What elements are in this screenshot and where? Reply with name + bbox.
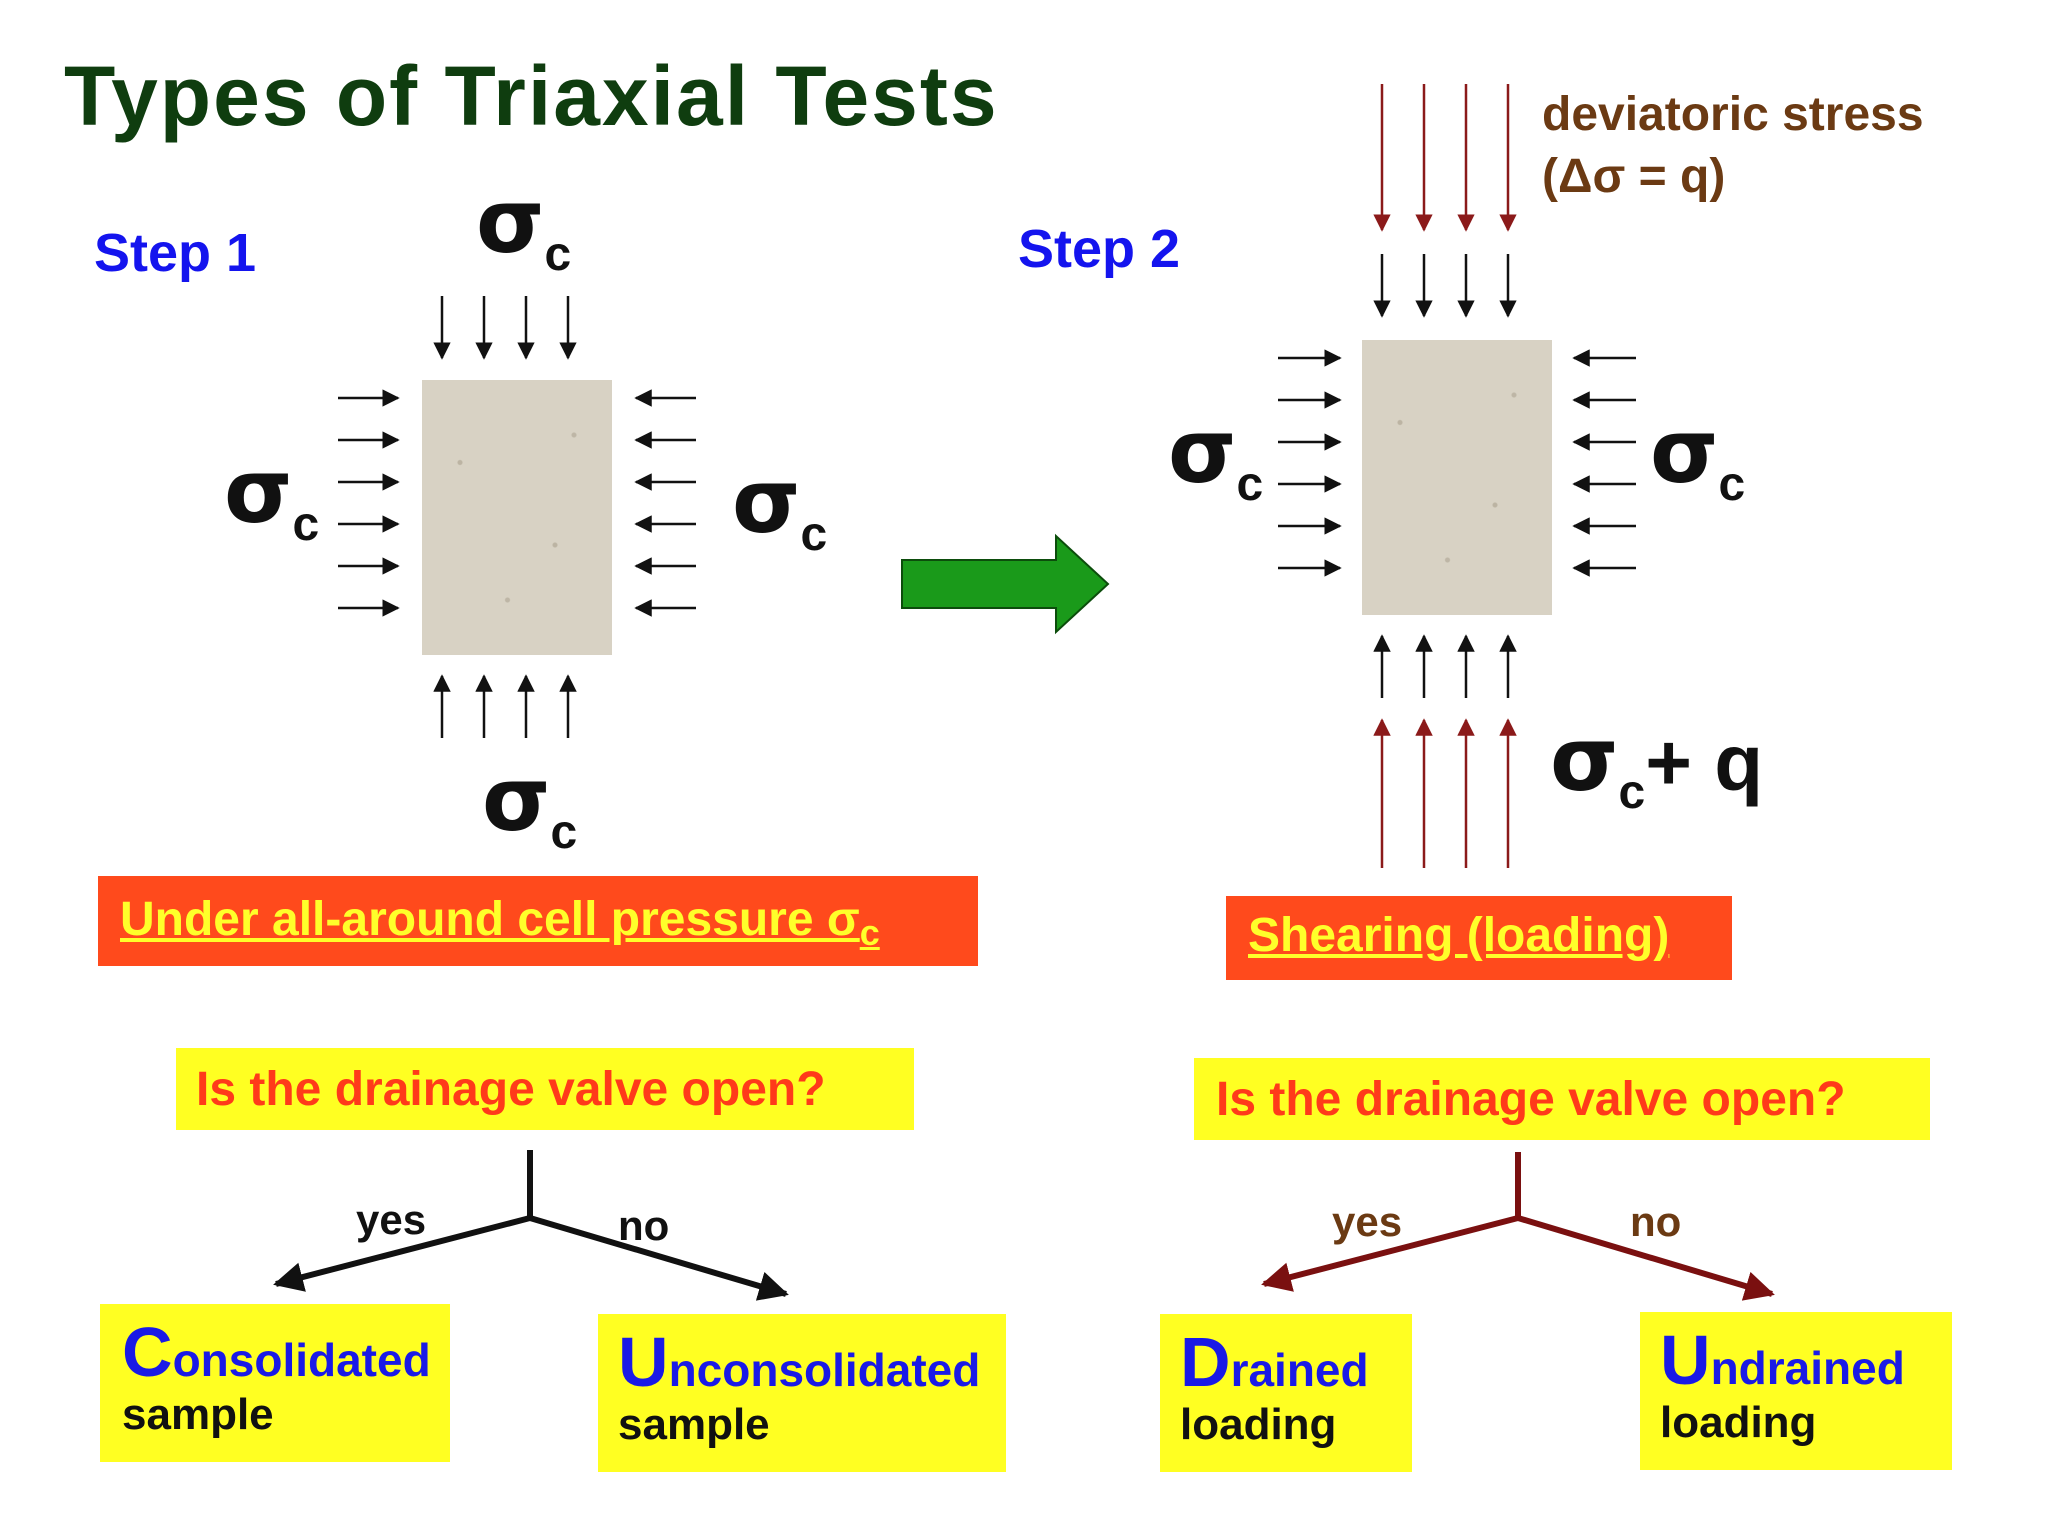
step2-top-arrows	[1373, 254, 1517, 318]
step1-yes-label: yes	[356, 1196, 427, 1243]
step1-right-arrows	[634, 389, 696, 617]
step1-sigma-top: σc	[476, 170, 572, 281]
undrained-box: Undrained loading	[1640, 1312, 1952, 1470]
step2-no-label: no	[1630, 1198, 1682, 1245]
step2-caption-box: Shearing (loading)	[1226, 896, 1732, 980]
unconsolidated-box: Unconsolidated sample	[598, 1314, 1006, 1472]
step1-sigma-bottom: σc	[482, 748, 578, 859]
step2-sigma-right: σc	[1650, 400, 1746, 511]
consolidated-label: Consolidated sample	[122, 1313, 431, 1439]
step1-caption: Under all-around cell pressure σc	[120, 893, 880, 953]
step1-bottom-arrows	[433, 674, 577, 738]
step1-sigma-left: σc	[224, 440, 320, 551]
step1-specimen	[422, 380, 612, 655]
step1-decision-tree	[273, 1150, 789, 1301]
drained-box: Drained loading	[1160, 1314, 1412, 1472]
step1-question-box: Is the drainage valve open?	[176, 1048, 914, 1130]
consolidated-box: Consolidated sample	[100, 1304, 450, 1462]
step2-deviatoric-bottom-arrows	[1373, 718, 1517, 868]
step2-sigma-left: σc	[1168, 400, 1264, 511]
step2-decision-tree	[1261, 1152, 1775, 1301]
drained-label: Drained loading	[1180, 1323, 1369, 1449]
step2-caption: Shearing (loading)	[1248, 909, 1670, 962]
step1-no-label: no	[618, 1202, 670, 1249]
undrained-label: Undrained loading	[1660, 1321, 1905, 1447]
step1-left-arrows	[338, 389, 400, 617]
step2-question: Is the drainage valve open?	[1216, 1073, 1846, 1126]
unconsolidated-label: Unconsolidated sample	[618, 1323, 981, 1449]
step2-question-box: Is the drainage valve open?	[1194, 1058, 1930, 1140]
deviatoric-stress-label: deviatoric stress (Δσ = q)	[1542, 88, 1924, 203]
step-transition-arrow	[901, 533, 1110, 635]
step2-left-arrows	[1278, 349, 1342, 577]
page-title: Types of Triaxial Tests	[64, 49, 999, 143]
step2-deviatoric-top-arrows	[1373, 84, 1517, 232]
step2-bottom-arrows	[1373, 634, 1517, 698]
step1-question: Is the drainage valve open?	[196, 1063, 826, 1116]
step2-specimen	[1362, 340, 1552, 615]
step2-label: Step 2	[1018, 219, 1181, 279]
step1-caption-box: Under all-around cell pressure σc	[98, 876, 978, 966]
step2-yes-label: yes	[1332, 1198, 1403, 1245]
step2-right-arrows	[1572, 349, 1636, 577]
step1-top-arrows	[433, 296, 577, 360]
step1-sigma-right: σc	[732, 450, 828, 561]
step2-sigma-bottom: σc+ q	[1550, 708, 1764, 819]
step1-label: Step 1	[94, 223, 257, 283]
